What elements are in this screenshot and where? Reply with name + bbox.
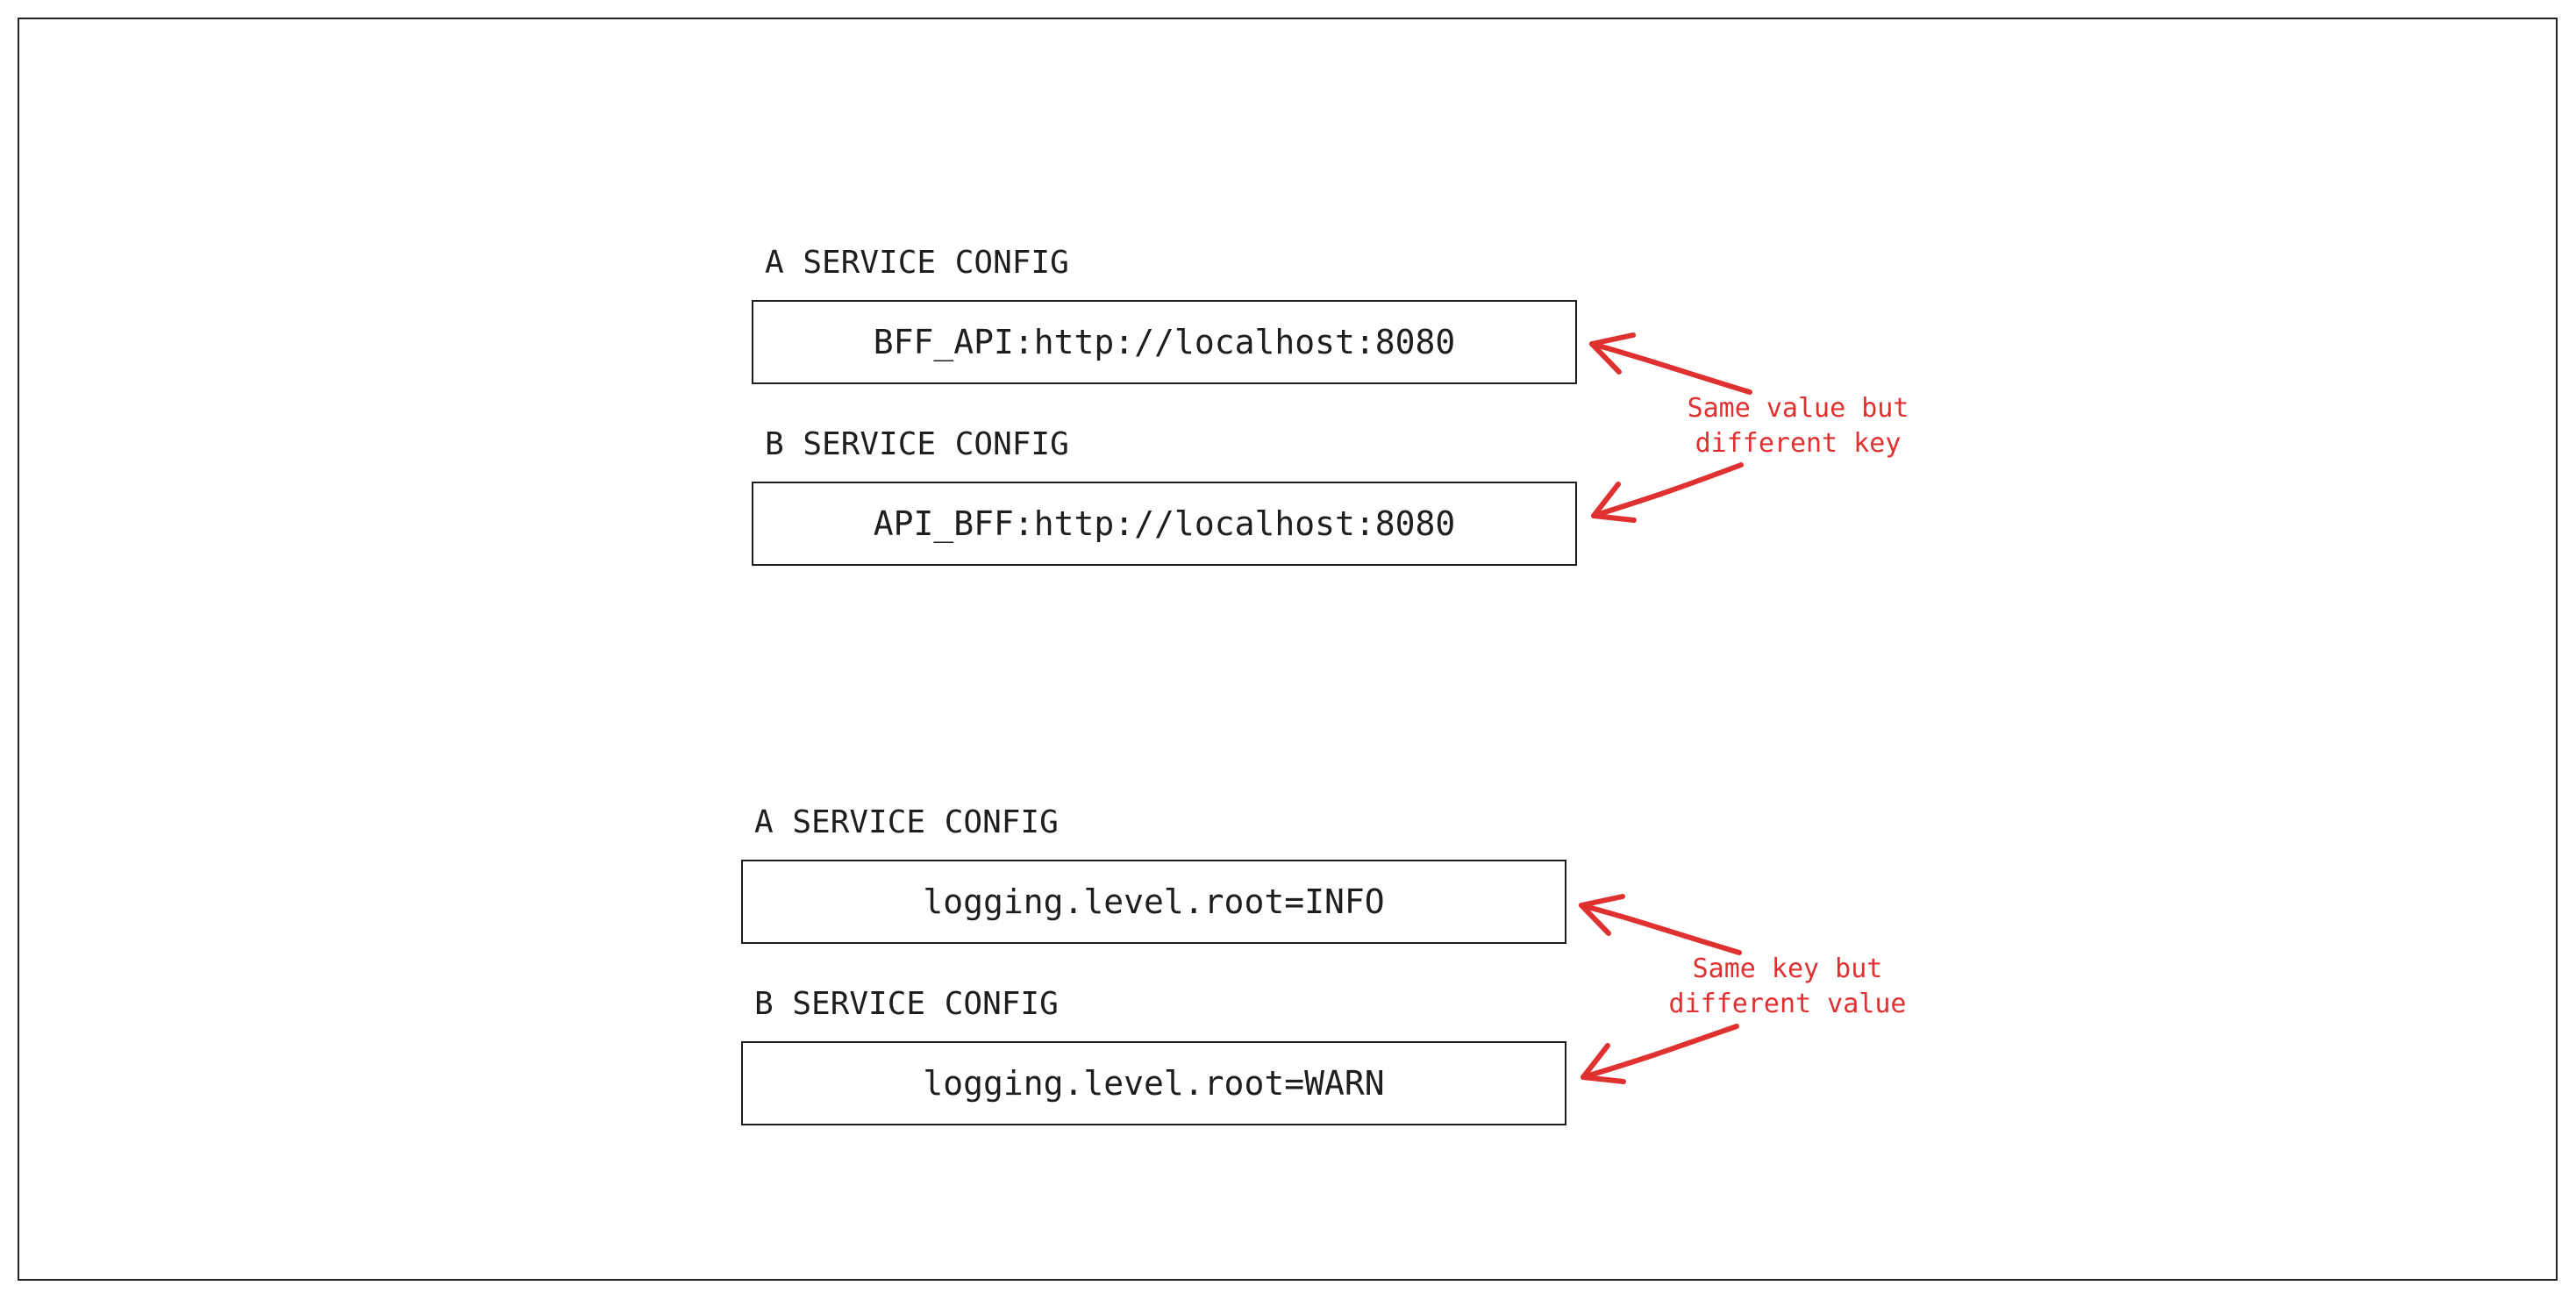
group2-annotation: Same key but different value — [1647, 952, 1928, 1022]
group2-a-config-value: logging.level.root=INFO — [923, 882, 1385, 921]
group1-a-config-value: BFF_API:http://localhost:8080 — [873, 323, 1456, 361]
group1-annotation: Same value but different key — [1658, 391, 1938, 461]
group2-annotation-line2: different value — [1668, 989, 1907, 1019]
group2-b-config-box: logging.level.root=WARN — [741, 1041, 1566, 1125]
group1-annotation-line1: Same value but — [1687, 393, 1909, 424]
group2-annotation-line1: Same key but — [1692, 954, 1883, 984]
group1-a-config-box: BFF_API:http://localhost:8080 — [752, 300, 1577, 384]
group1-annotation-line2: different key — [1695, 428, 1902, 459]
group1-b-config-value: API_BFF:http://localhost:8080 — [873, 504, 1456, 543]
group2-a-config-box: logging.level.root=INFO — [741, 860, 1566, 944]
group2-a-label: A SERVICE CONFIG — [754, 804, 1059, 840]
group2-b-config-value: logging.level.root=WARN — [923, 1064, 1385, 1103]
group1-b-label: B SERVICE CONFIG — [765, 426, 1069, 462]
group2-b-label: B SERVICE CONFIG — [754, 986, 1059, 1022]
group1-a-label: A SERVICE CONFIG — [765, 245, 1069, 281]
diagram-frame — [18, 18, 2558, 1281]
group1-b-config-box: API_BFF:http://localhost:8080 — [752, 482, 1577, 566]
